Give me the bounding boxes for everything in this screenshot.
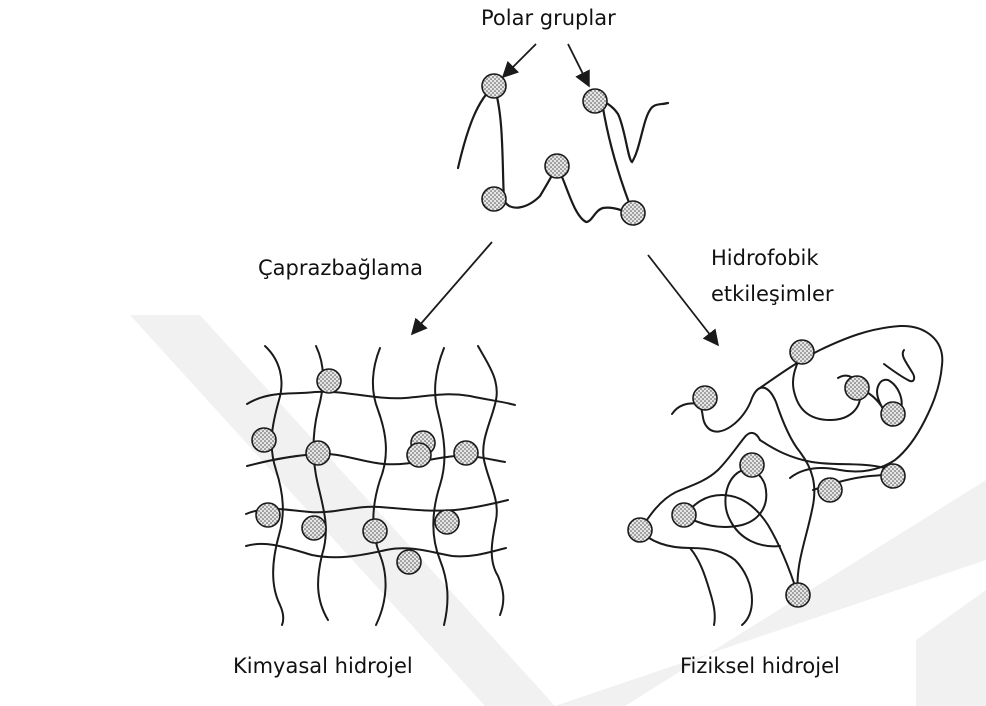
polar-group-bead bbox=[407, 443, 431, 467]
polar-group-bead bbox=[881, 464, 905, 488]
polar-group-bead bbox=[672, 503, 696, 527]
polar-group-bead bbox=[628, 518, 652, 542]
arrow-to-left-group bbox=[503, 44, 536, 77]
polar-group-bead bbox=[740, 453, 764, 477]
hydrophobic-label-line-1: Hidrofobik bbox=[711, 240, 834, 276]
polar-group-bead bbox=[621, 201, 645, 225]
polar-group-bead bbox=[454, 441, 478, 465]
polar-group-bead bbox=[482, 187, 506, 211]
polar-group-bead bbox=[435, 510, 459, 534]
chemical-hydrogel-label: Kimyasal hidrojel bbox=[233, 652, 413, 680]
polar-group-bead bbox=[790, 340, 814, 364]
physical-hydrogel-label: Fiziksel hidrojel bbox=[680, 652, 840, 680]
polar-group-bead bbox=[363, 519, 387, 543]
hydrophobic-interactions-label: Hidrofobik etkileşimler bbox=[711, 240, 834, 312]
polar-group-bead bbox=[256, 503, 280, 527]
polar-group-bead bbox=[306, 441, 330, 465]
crosslinking-label: Çaprazbağlama bbox=[258, 254, 423, 282]
arrow-hydrophobic bbox=[648, 255, 718, 345]
arrow-to-right-group bbox=[568, 44, 589, 86]
polar-group-bead bbox=[818, 478, 842, 502]
polar-group-bead bbox=[881, 402, 905, 426]
polar-group-bead bbox=[545, 154, 569, 178]
polar-group-bead bbox=[845, 376, 869, 400]
polar-group-bead bbox=[317, 369, 341, 393]
arrows bbox=[412, 44, 718, 345]
polar-group-bead bbox=[397, 550, 421, 574]
arrow-crosslinking bbox=[412, 242, 492, 334]
polar-group-bead bbox=[302, 516, 326, 540]
polar-group-bead bbox=[252, 428, 276, 452]
polar-group-bead bbox=[583, 89, 607, 113]
hydrophobic-label-line-2: etkileşimler bbox=[711, 276, 834, 312]
polar-group-bead bbox=[693, 386, 717, 410]
polar-groups-label: Polar gruplar bbox=[481, 4, 616, 32]
polar-group-bead bbox=[786, 583, 810, 607]
polar-group-bead bbox=[482, 74, 506, 98]
